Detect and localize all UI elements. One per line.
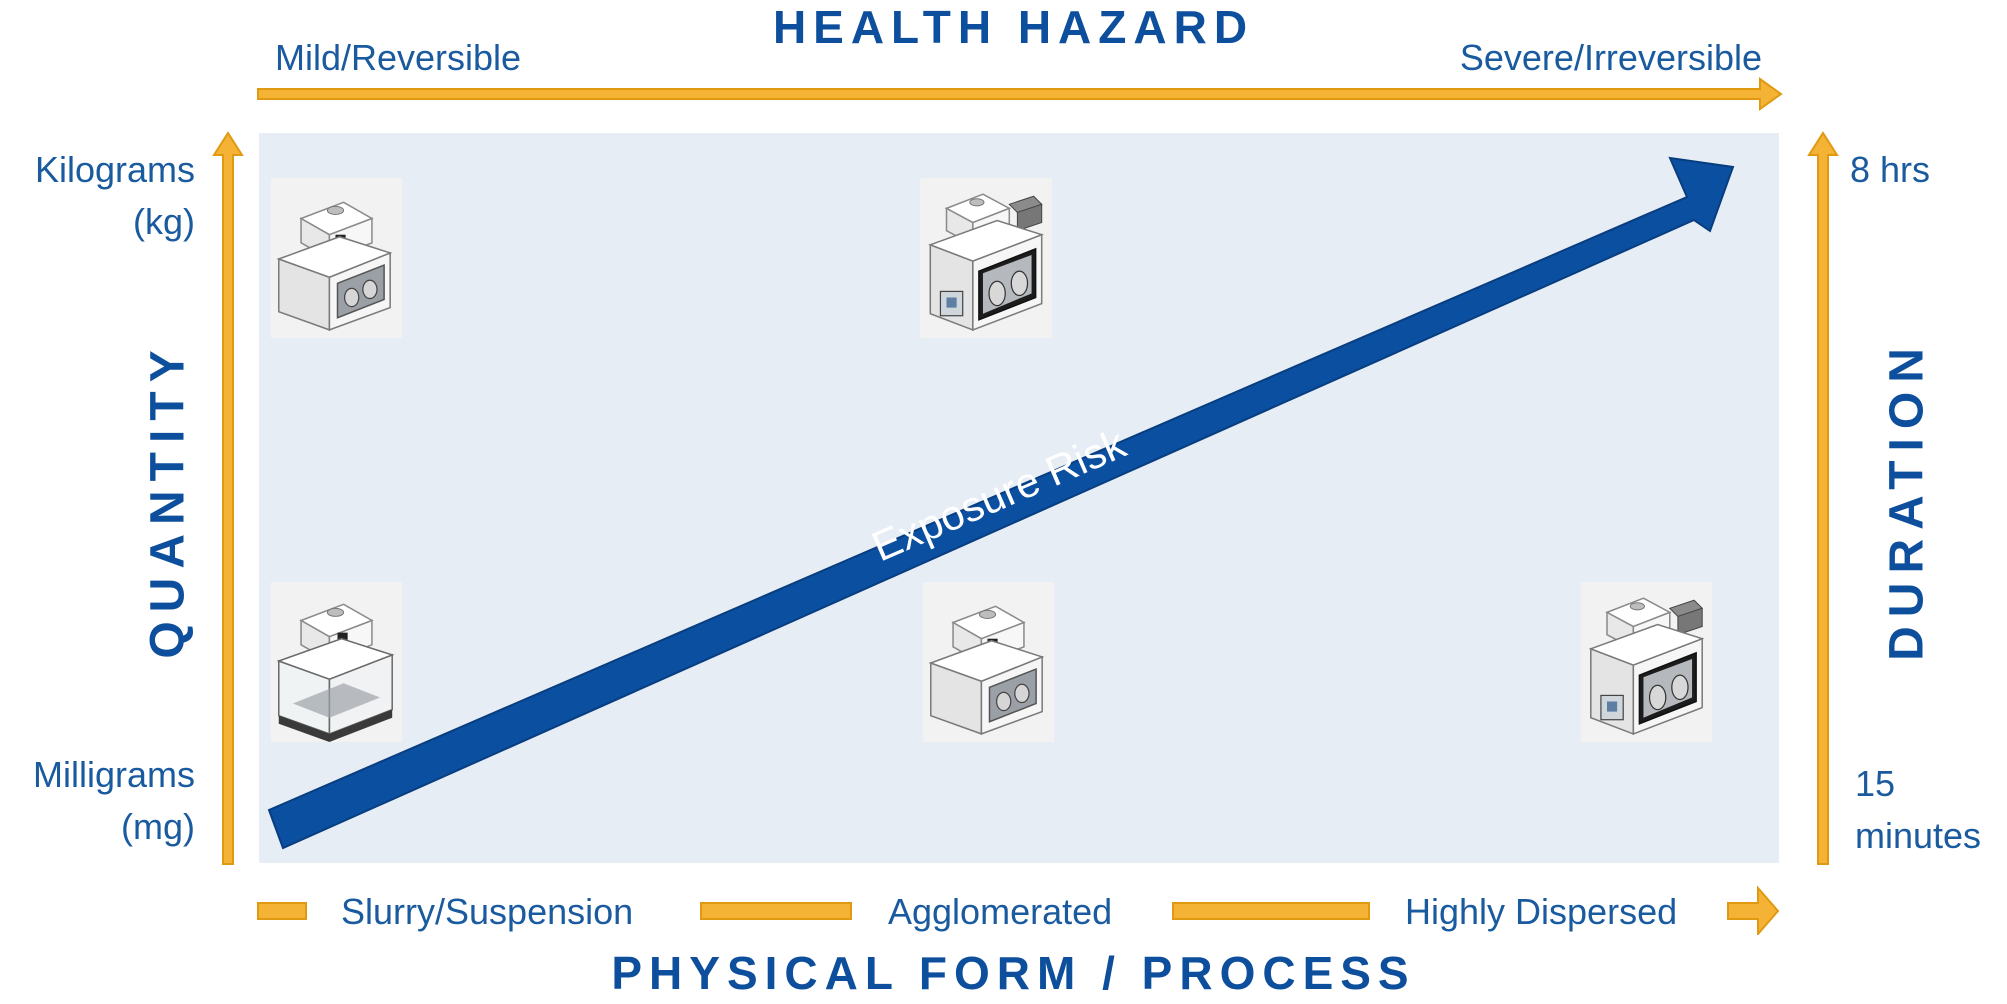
health-hazard-low-label: Mild/Reversible (275, 37, 522, 78)
physical-form-arrow (257, 885, 1780, 935)
health-hazard-arrow (257, 77, 1783, 111)
duration-low-line2: minutes (1855, 815, 1982, 856)
physical-form-stage-slurry: Slurry/Suspension (341, 891, 634, 932)
quantity-high-line2: (kg) (133, 201, 195, 242)
exposure-risk-label: Exposure Risk (865, 419, 1133, 570)
physical-form-stage-agglomerated: Agglomerated (888, 891, 1113, 932)
health-hazard-title: HEALTH HAZARD (772, 1, 1255, 53)
physical-form-title: PHYSICAL FORM / PROCESS (611, 947, 1416, 999)
quantity-low-line1: Milligrams (33, 754, 195, 795)
duration-high-label: 8 hrs (1850, 149, 1931, 190)
health-hazard-high-label: Severe/Irreversible (1459, 37, 1762, 78)
duration-arrow (1807, 131, 1839, 865)
physical-form-stage-highly-dispersed: Highly Dispersed (1405, 891, 1678, 932)
duration-low-line1: 15 (1855, 763, 1896, 804)
quantity-high-line1: Kilograms (34, 149, 195, 190)
quantity-low-line2: (mg) (121, 806, 195, 847)
quantity-arrow (212, 131, 244, 865)
